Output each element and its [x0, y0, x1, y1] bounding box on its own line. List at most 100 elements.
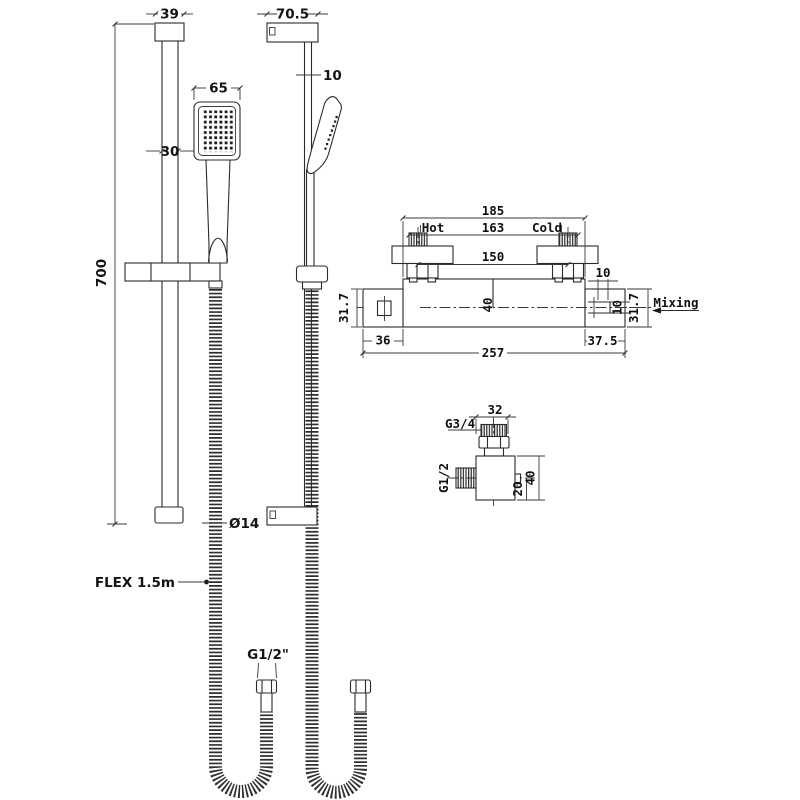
dim-rail-text: 30	[161, 144, 180, 160]
hose-left-tube	[260, 691, 273, 713]
dim-31-7-left: 31.7	[336, 288, 362, 328]
rail-bottom-cap	[154, 506, 184, 524]
valve-main-body	[402, 278, 586, 328]
fitting-neck	[483, 447, 505, 457]
cold-inlet-nut	[551, 262, 585, 279]
hose-right-tube	[354, 691, 367, 713]
dim-150: 150	[415, 249, 571, 268]
hot-label: Hot	[422, 220, 445, 235]
dim-inlet-centres-text: 150	[482, 249, 505, 264]
dim-37-5: 37.5	[584, 329, 626, 358]
dim-hose-thread: G1/2"	[247, 647, 289, 679]
hose-right	[305, 283, 372, 799]
side-slider-holder	[295, 265, 329, 283]
handset-handle	[205, 159, 231, 264]
valve-outlet-port	[588, 297, 611, 318]
top-thread-text: G3/4	[445, 416, 475, 431]
dim-end-height-left-text: 31.7	[336, 293, 351, 323]
dim-36: 36	[362, 329, 404, 358]
side-thread-text: G1/2	[436, 463, 451, 493]
mixer-valve-view: Hot Cold Mixing 185 163 150	[336, 203, 699, 360]
dim-head-width-text: 65	[209, 81, 228, 97]
dim-head-65: 65	[191, 81, 243, 100]
rail-front-view: 700 39 30	[94, 7, 243, 527]
side-holder-lower	[301, 281, 323, 290]
dim-left-end-text: 36	[375, 333, 390, 348]
dim-outlet-port: 10	[610, 300, 630, 315]
dim-total-width-text: 257	[482, 345, 505, 360]
valve-left-end-block	[362, 288, 404, 328]
dim-257: 257	[360, 345, 628, 360]
side-bottom-bracket-body	[266, 506, 318, 526]
rail-slider-bracket	[124, 262, 221, 282]
handset-spray-face	[202, 110, 234, 153]
valve-cold-inlet	[536, 232, 599, 283]
dim-inlet-outer-text: 163	[482, 220, 505, 235]
dim-rail-30: 30	[146, 144, 194, 160]
side-top-bracket	[266, 22, 319, 43]
hose-connector	[208, 280, 223, 289]
cold-label: Cold	[532, 220, 562, 235]
dim-outlet-offset: 10	[588, 265, 618, 300]
rail-side-holder	[295, 265, 329, 290]
dim-rail-depth-10: 10	[296, 68, 342, 84]
hose-left-corrugation	[209, 289, 273, 798]
dim-fitting-width-text: 32	[487, 402, 502, 417]
dim-right-end-text: 37.5	[587, 333, 617, 348]
dim-163: 163	[406, 220, 581, 238]
hose-diameter-text: Ø14	[229, 516, 259, 532]
cold-inlet-flange	[536, 245, 599, 265]
label-g34: G3/4	[445, 416, 481, 431]
dim-rail-depth-text: 10	[323, 68, 342, 84]
side-bottom-bracket	[266, 506, 318, 526]
hot-inlet-flange	[391, 245, 454, 265]
handset-nozzle-cone	[207, 237, 229, 263]
handset-side-spray-dots	[324, 116, 338, 150]
hose-left-nut	[255, 679, 278, 694]
dim-bracket-depth-text: 70.5	[276, 7, 309, 23]
dim-port-offset-text: 20	[510, 481, 525, 496]
hose-right-corrugation	[305, 283, 367, 799]
dim-body-width-text: 185	[482, 203, 505, 218]
dim-outlet-offset-text: 10	[595, 265, 610, 280]
mixing-label: Mixing	[653, 295, 698, 310]
mixing-arrow-icon	[652, 307, 699, 314]
handset-head-inner	[198, 106, 236, 156]
handset-side-profile	[306, 96, 342, 175]
dim-bracket-depth-70-5: 70.5	[257, 7, 328, 23]
hose-right-nut	[349, 679, 372, 694]
dim-end-height-right-text: 31.7	[626, 293, 641, 323]
handset-front-view	[193, 101, 241, 264]
hose-thread-text: G1/2"	[247, 647, 289, 663]
fitting-hex-nut	[478, 435, 510, 449]
label-flex: FLEX 1.5m	[95, 575, 209, 591]
fitting-side-stub	[514, 473, 522, 484]
dim-fitting-height-text: 40	[523, 470, 538, 485]
dim-185: 185	[400, 203, 588, 277]
rail-side-view: 70.5 10	[257, 7, 342, 507]
fitting-detail-view: 32 G3/4 G1/2 20 40	[436, 402, 545, 506]
dim-40: 40	[517, 455, 545, 501]
dim-outlet-port-text: 10	[610, 300, 625, 315]
dim-bracket-39: 39	[146, 7, 193, 23]
fitting-body	[475, 455, 516, 501]
hose-left: G1/2"	[209, 289, 289, 798]
fitting-side-thread	[455, 467, 477, 489]
hot-inlet-nut	[406, 262, 439, 279]
dim-20: 20	[510, 478, 527, 500]
leader-dot	[204, 579, 209, 585]
dim-31-7-right: 31.7	[626, 288, 652, 328]
dim-bracket-width-text: 39	[160, 7, 179, 23]
dim-32: 32	[469, 402, 516, 434]
flex-label-text: FLEX 1.5m	[95, 575, 175, 591]
valve-hot-inlet	[391, 232, 454, 283]
side-bracket-screw-slot	[269, 27, 276, 36]
dim-height-text: 700	[94, 259, 110, 287]
fitting-top-thread	[480, 423, 508, 438]
dim-body-height-text: 40	[480, 297, 495, 312]
rail-top-bracket	[154, 22, 185, 42]
dim-hose-diameter: Ø14	[202, 516, 259, 532]
dim-height-700: 700	[94, 21, 154, 527]
